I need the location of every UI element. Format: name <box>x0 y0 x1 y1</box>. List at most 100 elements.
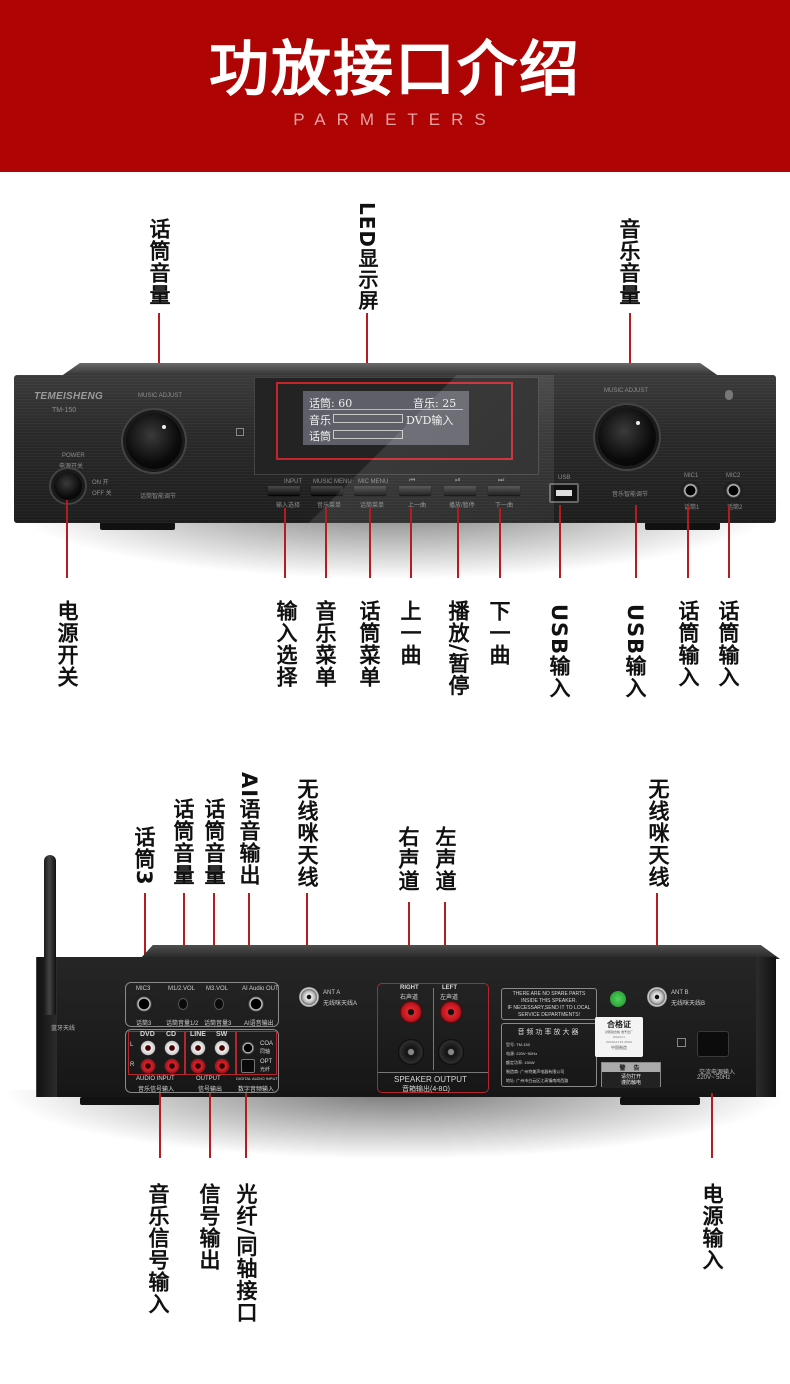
callout-next-track: 下一曲 <box>487 600 511 666</box>
callout-line <box>559 505 561 578</box>
ch-r-label: R <box>130 1062 135 1068</box>
line-l-jack[interactable] <box>190 1040 206 1056</box>
left-knob-caption: MUSIC ADJUST <box>138 393 183 399</box>
play-pause-button[interactable] <box>444 486 476 495</box>
music-volume-knob[interactable] <box>598 408 656 466</box>
ai-audio-out-jack[interactable] <box>246 994 266 1014</box>
plate-row: 电源: 220V~50Hz <box>506 1051 538 1056</box>
warning-line: IF NECESSARY,SEND IT TO LOCAL <box>507 1005 591 1011</box>
callout-right-channel: 右声道 <box>396 826 420 892</box>
callout-usb-input: USB输入 <box>547 604 571 700</box>
m3-vol-knob[interactable] <box>214 998 224 1010</box>
power-button[interactable] <box>54 472 82 500</box>
play-pause-icon: ⏯ <box>455 477 461 484</box>
ir-sensor-icon <box>236 428 244 436</box>
dvd-r-jack[interactable] <box>140 1058 156 1074</box>
warning-line: THERE ARE NO SPARE PARTS <box>512 991 586 997</box>
ac-label: 交流电源输入 <box>699 1070 736 1076</box>
mic-control-box: MIC3 话筒3 M1/2.VOL 话筒音量1/2 M3.VOL 话筒音量3 A… <box>125 982 279 1027</box>
mic2-cn: 话筒2 <box>727 505 743 511</box>
right-positive-terminal[interactable] <box>400 1001 422 1023</box>
callout-line <box>629 313 631 388</box>
warning-line: INSIDE THIS SPEAKER. <box>521 998 577 1004</box>
antenna-b-connector[interactable] <box>647 987 667 1007</box>
dvd-l-jack[interactable] <box>140 1040 156 1056</box>
callout-line <box>369 508 371 578</box>
usb-port[interactable] <box>549 483 579 503</box>
callout-mic-menu: 话筒菜单 <box>357 600 381 688</box>
side-bevel <box>756 957 776 1097</box>
bluetooth-antenna <box>44 855 56 1015</box>
callout-line <box>306 893 308 973</box>
rating-plate: 音频功率放大器 型号: TM-150 电源: 220V~50Hz 额定功率: 1… <box>501 1023 597 1087</box>
btn-sub-input: 输入选择 <box>276 503 301 509</box>
prev-icon: ⏮ <box>409 477 416 484</box>
input-select-button[interactable] <box>268 486 300 495</box>
audio-input-cn: 音乐信号输入 <box>138 1087 175 1093</box>
mic1-label: MIC1 <box>684 473 699 479</box>
ant-a-cn: 无线咪天线A <box>323 1001 358 1007</box>
right-knob-sub: 音乐智能调节 <box>612 492 649 498</box>
left-positive-terminal[interactable] <box>440 1001 462 1023</box>
front-panel-top-edge <box>60 363 720 377</box>
mic1-cn: 话筒1 <box>684 505 700 511</box>
mic2-label: MIC2 <box>726 473 741 479</box>
m3-vol-cn: 话筒音量3 <box>204 1021 232 1027</box>
callout-line <box>728 505 730 578</box>
left-cn: 左声道 <box>440 995 459 1001</box>
callout-line <box>158 313 160 388</box>
coa-label: COA <box>260 1041 274 1047</box>
audio-input-group <box>128 1031 185 1075</box>
divider <box>378 1072 488 1073</box>
btn-sub-music-menu: 音乐菜单 <box>317 503 342 509</box>
cd-l-jack[interactable] <box>164 1040 180 1056</box>
antenna-a-connector[interactable] <box>299 987 319 1007</box>
music-menu-button[interactable] <box>311 486 343 495</box>
mic-menu-button[interactable] <box>354 486 386 495</box>
next-track-button[interactable] <box>488 486 520 495</box>
plate-row: 地址: 广州市白云区江高镇南岗西路 <box>506 1078 569 1083</box>
bluetooth-icon <box>725 390 733 400</box>
digital-input-group <box>236 1031 277 1075</box>
cd-r-jack[interactable] <box>164 1058 180 1074</box>
cert-line: D00A11 <box>613 1035 625 1039</box>
mic1-jack[interactable] <box>681 481 700 500</box>
mic-volume-knob[interactable] <box>126 413 182 469</box>
lcd-music-bar <box>333 414 403 423</box>
sw-jack-2[interactable] <box>214 1058 230 1074</box>
coaxial-jack[interactable] <box>240 1040 256 1056</box>
m12-vol-knob[interactable] <box>178 998 188 1010</box>
sw-jack[interactable] <box>214 1040 230 1056</box>
btn-label-music-menu: MUSIC MENU <box>313 479 352 485</box>
callout-audio-input: 音乐信号输入 <box>146 1183 170 1315</box>
lcd-row-mic: 话筒 <box>309 430 331 443</box>
prev-track-button[interactable] <box>399 486 431 495</box>
warn-title: 警 告 <box>602 1063 660 1072</box>
right-negative-terminal[interactable] <box>398 1039 424 1065</box>
ch-l-label: L <box>130 1042 134 1048</box>
mic3-label: MIC3 <box>136 986 151 992</box>
left-negative-terminal[interactable] <box>438 1039 464 1065</box>
power-label: POWER <box>62 453 85 459</box>
model-label: TM-150 <box>52 407 77 414</box>
callout-power-switch: 电源开关 <box>55 600 79 688</box>
ac-power-inlet[interactable] <box>697 1031 729 1057</box>
mic3-jack[interactable] <box>134 994 154 1014</box>
mic2-jack[interactable] <box>724 481 743 500</box>
line-r-jack[interactable] <box>190 1058 206 1074</box>
rca-cd-label: CD <box>166 1031 177 1038</box>
callout-line <box>66 500 68 578</box>
left-knob-sub: 话筒智能调节 <box>140 494 177 500</box>
speaker-output-box: RIGHT 右声道 LEFT 左声道 SPEAKER OUTPUT 音箱输出(4… <box>377 983 489 1093</box>
callout-led-display: LED显示屏 <box>355 202 379 312</box>
device-foot <box>80 1097 160 1105</box>
callout-line <box>183 893 185 963</box>
lcd-screen: 话筒: 60 音乐: 25 音乐 DVD输入 话筒 <box>303 391 469 445</box>
callout-line <box>325 508 327 578</box>
callout-ai-audio-out: AI语音输出 <box>237 772 261 887</box>
lcd-input-mode: DVD输入 <box>406 414 454 427</box>
callout-prev-track: 上一曲 <box>398 600 422 666</box>
callout-line <box>144 893 146 963</box>
optical-port[interactable] <box>241 1059 255 1073</box>
callout-line <box>213 893 215 963</box>
